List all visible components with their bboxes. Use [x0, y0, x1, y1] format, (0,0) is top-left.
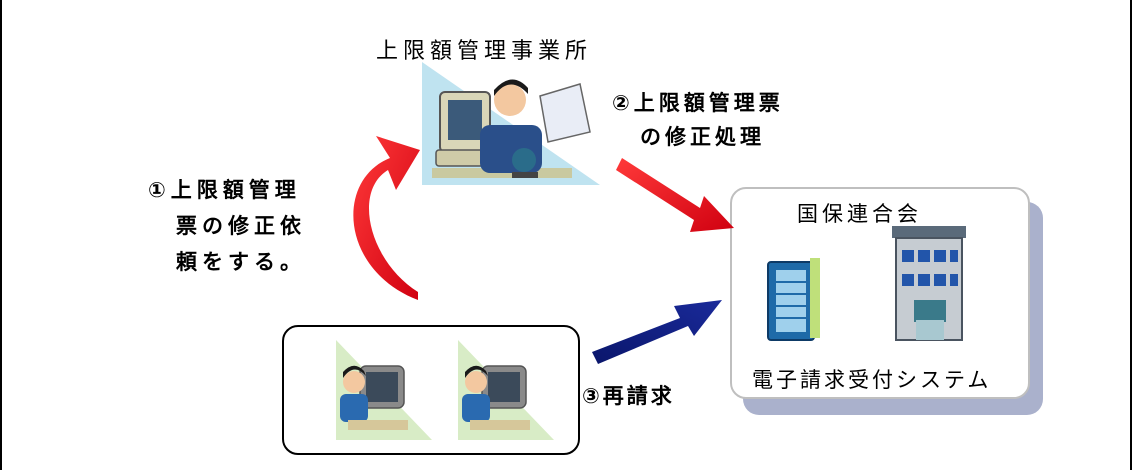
computer-user-icon — [336, 340, 432, 440]
office-building-icon — [892, 226, 966, 341]
step1-line2: 票の修正依 — [176, 214, 306, 238]
frame-left-border — [0, 0, 2, 470]
step3-label: ③再請求 — [582, 384, 675, 408]
federation-title: 国保連合会 — [797, 202, 922, 226]
frame-right-border — [1130, 0, 1132, 470]
computer-worker-icon — [422, 62, 600, 185]
arrow-request-correction — [353, 136, 420, 300]
server-rack-icon — [767, 258, 820, 341]
computer-user-icon — [458, 340, 554, 440]
step2-line2: の修正処理 — [640, 125, 765, 149]
arrow-resubmission — [592, 300, 722, 364]
step1-line1: ①上限額管理 — [148, 178, 301, 202]
step2-label: ②上限額管理票 の修正処理 — [612, 86, 784, 154]
system-label: 電子請求受付システム — [752, 368, 992, 392]
step1-line3: 頼をする。 — [176, 250, 306, 274]
step1-label: ①上限額管理 票の修正依 頼をする。 — [148, 172, 306, 280]
step2-line1: ②上限額管理票 — [612, 91, 784, 115]
arrow-correction-processing — [616, 158, 734, 232]
office-title: 上限額管理事業所 — [376, 39, 593, 64]
